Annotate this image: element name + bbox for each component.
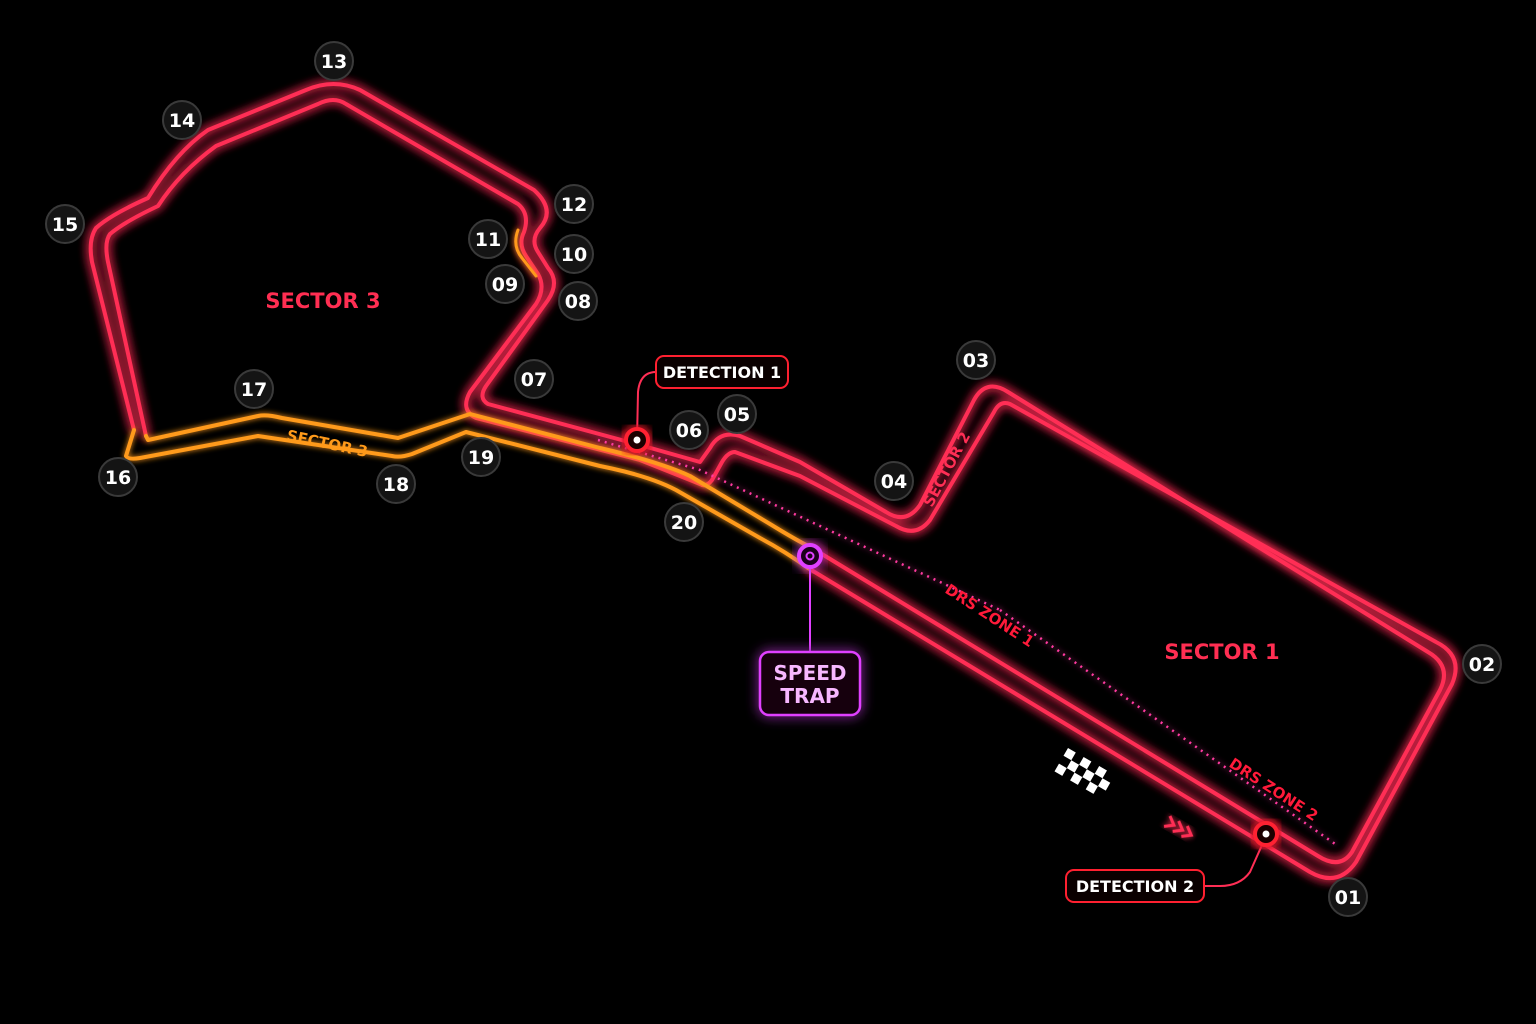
corner-badge-05[interactable]: 05 bbox=[717, 394, 757, 434]
corner-badge-02[interactable]: 02 bbox=[1462, 644, 1502, 684]
track-sector-1-2 bbox=[88, 82, 1458, 881]
corner-badge-11[interactable]: 11 bbox=[468, 219, 508, 259]
drs-zone-2-label: DRS ZONE 2 bbox=[1226, 754, 1321, 825]
corner-badge-08[interactable]: 08 bbox=[558, 281, 598, 321]
detection-2-box bbox=[1065, 869, 1205, 903]
corner-number: 19 bbox=[468, 447, 494, 469]
speed-trap-box bbox=[758, 650, 862, 717]
corner-number: 18 bbox=[383, 474, 409, 496]
track-chicane-orange bbox=[514, 228, 538, 278]
track-edge-outer-red bbox=[88, 82, 1446, 864]
corner-number: 03 bbox=[963, 350, 989, 372]
corner-badge-01[interactable]: 01 bbox=[1328, 877, 1368, 917]
track-edge-inner-orange bbox=[144, 412, 814, 550]
corner-number: 15 bbox=[52, 214, 78, 236]
speed-trap-label-line-1: SPEED bbox=[774, 661, 847, 685]
corner-badge-17[interactable]: 17 bbox=[234, 369, 274, 409]
corner-number: 04 bbox=[881, 471, 907, 493]
corner-badge-04[interactable]: 04 bbox=[874, 461, 914, 501]
corner-badge-09[interactable]: 09 bbox=[485, 264, 525, 304]
corner-number: 07 bbox=[521, 369, 547, 391]
corner-number: 09 bbox=[492, 274, 518, 296]
track-edge-outer-orange bbox=[124, 428, 810, 570]
corner-badge-07[interactable]: 07 bbox=[514, 359, 554, 399]
detection-2-marker[interactable]: DETECTION 2 bbox=[1065, 821, 1279, 903]
corner-badge-14[interactable]: 14 bbox=[162, 100, 202, 140]
drs-zone-1-label: DRS ZONE 1 bbox=[942, 580, 1037, 651]
detection-1-marker[interactable]: DETECTION 1 bbox=[624, 355, 789, 453]
corner-markers: 01 02 03 04 05 06 07 08 09 10 11 12 13 1… bbox=[45, 41, 1502, 917]
detection-1-box bbox=[655, 355, 789, 389]
corner-number: 10 bbox=[561, 244, 587, 266]
speed-trap-marker[interactable]: SPEED TRAP bbox=[758, 543, 862, 717]
corner-number: 14 bbox=[169, 110, 195, 132]
direction-arrows-icon bbox=[1163, 815, 1194, 838]
corner-badge-19[interactable]: 19 bbox=[461, 437, 501, 477]
corner-badge-13[interactable]: 13 bbox=[314, 41, 354, 81]
corner-number: 20 bbox=[671, 512, 697, 534]
corner-badge-10[interactable]: 10 bbox=[554, 234, 594, 274]
corner-number: 16 bbox=[105, 467, 131, 489]
corner-badge-18[interactable]: 18 bbox=[376, 464, 416, 504]
corner-badge-06[interactable]: 06 bbox=[669, 410, 709, 450]
corner-badge-16[interactable]: 16 bbox=[98, 457, 138, 497]
corner-number: 11 bbox=[475, 229, 501, 251]
checkered-flag-icon bbox=[1054, 748, 1111, 794]
track-edge-inner-red bbox=[104, 98, 1458, 881]
detection-2-leader-line bbox=[1204, 835, 1267, 887]
corner-number: 08 bbox=[565, 291, 591, 313]
corner-number: 05 bbox=[724, 404, 750, 426]
corner-number: 17 bbox=[241, 379, 267, 401]
detection-1-label: DETECTION 1 bbox=[663, 363, 781, 382]
corner-number: 02 bbox=[1469, 654, 1495, 676]
track bbox=[88, 82, 1458, 881]
detection-2-label: DETECTION 2 bbox=[1076, 877, 1194, 896]
speed-trap-label-line-2: TRAP bbox=[780, 684, 839, 708]
sector-2-track-label: SECTOR 2 bbox=[920, 429, 975, 510]
sector-3-label: SECTOR 3 bbox=[265, 289, 380, 313]
corner-badge-12[interactable]: 12 bbox=[554, 184, 594, 224]
corner-badge-15[interactable]: 15 bbox=[45, 204, 85, 244]
detection-1-leader-line bbox=[636, 371, 657, 441]
corner-number: 13 bbox=[321, 51, 347, 73]
sector-1-label: SECTOR 1 bbox=[1164, 640, 1279, 664]
corner-number: 06 bbox=[676, 420, 702, 442]
drs-zone-2-line bbox=[999, 608, 1339, 848]
corner-number: 12 bbox=[561, 194, 587, 216]
corner-badge-03[interactable]: 03 bbox=[956, 340, 996, 380]
corner-badge-20[interactable]: 20 bbox=[664, 502, 704, 542]
corner-number: 01 bbox=[1335, 887, 1361, 909]
track-sector-3 bbox=[124, 228, 814, 570]
